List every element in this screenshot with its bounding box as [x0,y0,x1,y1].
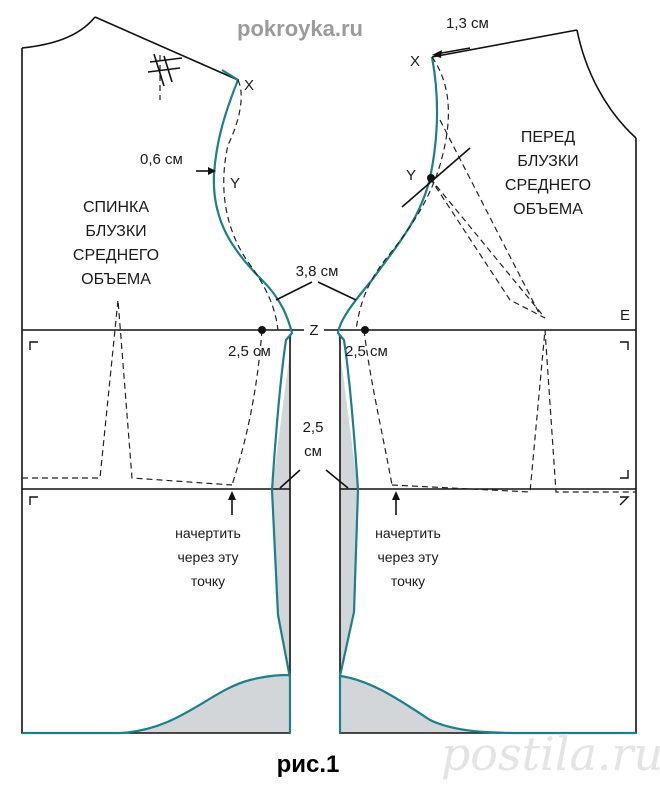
arrow-back-point-head [228,491,236,500]
corner-mark [620,470,629,479]
front-dart-lines [429,119,546,319]
label-back-y: Y [230,175,240,192]
arrow-front-point-head [392,491,400,500]
label-z: Z [309,322,318,339]
svg-text:ОБЪЕМА: ОБЪЕМА [81,271,151,288]
back-neck [21,16,96,49]
svg-text:начертить: начертить [175,525,241,541]
front-old-armhole [355,56,449,331]
front-neck [576,29,637,139]
arrow-shoulder-head [432,50,442,58]
corner-mark [29,496,38,505]
front-title: ПЕРЕД БЛУЗКИ СРЕДНЕГО ОБЪЕМА [505,129,591,218]
label-front-x: X [410,53,420,70]
back-side-shading [272,335,292,678]
svg-text:точку: точку [191,573,225,589]
back-instruction: начертить через эту точку [175,525,241,589]
svg-text:СПИНКА: СПИНКА [83,199,149,216]
front-hem-shading [340,676,520,733]
arrow-shoulder [435,47,471,55]
label-side-back: 2,5 см [228,343,271,360]
svg-text:СРЕДНЕГО: СРЕДНЕГО [73,247,159,264]
svg-text:точку: точку [391,573,425,589]
front-dart [391,329,636,493]
back-new-armhole-side [212,69,294,733]
svg-text:ОБЪЕМА: ОБЪЕМА [513,201,583,218]
label-back-armhole: 0,6 см [140,151,183,168]
front-side-shading [338,335,358,678]
back-old-armhole [223,79,279,331]
svg-text:БЛУЗКИ: БЛУЗКИ [517,153,578,170]
back-hem-shading [120,675,290,733]
svg-text:БЛУЗКИ: БЛУЗКИ [85,223,146,240]
svg-text:СРЕДНЕГО: СРЕДНЕГО [505,177,591,194]
back-outline [21,48,291,734]
figure-caption: рис.1 [277,751,340,778]
front-new-armhole-side [336,56,439,733]
arrow-back-armhole-head [208,167,216,175]
corner-mark [620,341,629,350]
label-between: 3,8 см [296,263,339,280]
corner-mark [29,341,38,350]
svg-text:ПЕРЕД: ПЕРЕД [521,129,576,146]
label-waist-unit: см [304,443,322,460]
back-point-dot [258,326,266,334]
back-dart [22,299,233,486]
front-y-line [401,147,471,208]
label-e: E [620,307,630,324]
svg-text:начертить: начертить [375,525,441,541]
label-waist-value: 2,5 [303,419,324,436]
hatch-marks [147,53,183,87]
front-new-hem [339,674,636,735]
front-outline [339,138,637,734]
label-front-y: Y [406,167,416,184]
corner-mark [619,496,630,506]
label-side-front: 2,5 см [345,343,388,360]
front-instruction: начертить через эту точку [375,525,441,589]
back-new-hem [22,673,291,735]
svg-text:через эту: через эту [177,549,238,565]
leader-3-8 [275,281,357,301]
label-back-x: X [244,77,254,94]
front-y-dot [427,174,435,182]
site-watermark: pokroyka.ru [237,16,363,41]
svg-text:через эту: через эту [377,549,438,565]
front-shoulder [431,29,578,58]
label-front-shoulder: 1,3 см [446,15,489,32]
footer-watermark: postila.ru [441,727,660,781]
front-point-dot [361,326,369,334]
back-title: СПИНКА БЛУЗКИ СРЕДНЕГО ОБЪЕМА [73,199,159,288]
back-shoulder [94,16,239,81]
leader-2-5-waist [279,469,349,489]
